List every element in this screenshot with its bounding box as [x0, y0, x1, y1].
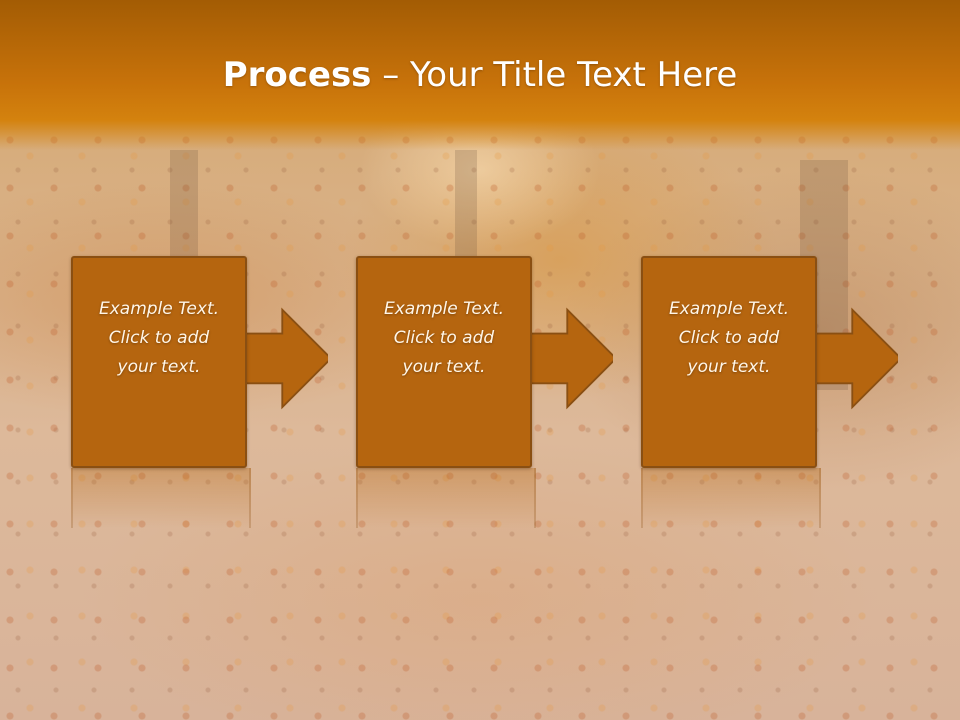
title-bar: [0, 0, 960, 150]
step-3-text: Example Text. Click to add your text.: [668, 298, 790, 377]
title-rest-text: – Your Title Text Here: [371, 55, 738, 95]
step-3-reflection: [641, 468, 821, 528]
step-2-reflection: [356, 468, 536, 528]
step-1-box[interactable]: Example Text. Click to add your text.: [71, 256, 247, 468]
step-1-reflection: [71, 468, 251, 528]
step-2-box[interactable]: Example Text. Click to add your text.: [356, 256, 532, 468]
slide-title[interactable]: Process – Your Title Text Here: [0, 52, 960, 98]
step-2-text: Example Text. Click to add your text.: [383, 298, 505, 377]
step-1-text: Example Text. Click to add your text.: [98, 298, 220, 377]
step-3-box[interactable]: Example Text. Click to add your text.: [641, 256, 817, 468]
title-bold-text: Process: [222, 55, 372, 95]
